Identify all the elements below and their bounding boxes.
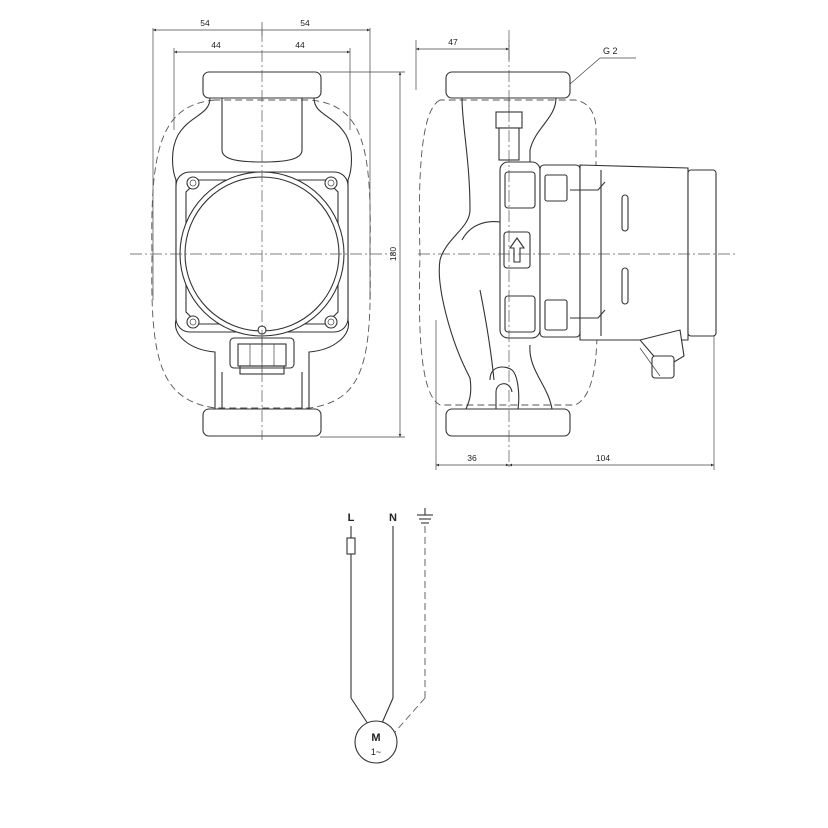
ground-icon	[417, 508, 433, 524]
front-dim-inner-right: 44	[295, 40, 305, 50]
side-view: 47 G 2	[415, 30, 735, 470]
motor-icon	[354, 720, 398, 764]
motor-label: M	[371, 732, 380, 744]
side-dim-bottom-right: 104	[596, 453, 610, 463]
flow-direction-icon	[503, 231, 531, 269]
line-terminal-label: L	[348, 512, 355, 524]
side-dim-top-offset: 47	[448, 37, 458, 47]
bolt-icon	[186, 176, 338, 329]
motor-phase-label: 1~	[371, 747, 381, 757]
wiring-diagram: L N M 1~	[346, 508, 433, 764]
front-dim-overall-right: 54	[300, 18, 310, 28]
thread-label: G 2	[603, 46, 618, 56]
side-dim-bottom-left: 36	[467, 453, 477, 463]
front-dim-inner-left: 44	[211, 40, 221, 50]
front-view: 54 54 44 44 180	[130, 18, 405, 440]
front-dim-overall-left: 54	[200, 18, 210, 28]
neutral-terminal-label: N	[389, 512, 397, 524]
fuse-icon	[346, 537, 356, 555]
